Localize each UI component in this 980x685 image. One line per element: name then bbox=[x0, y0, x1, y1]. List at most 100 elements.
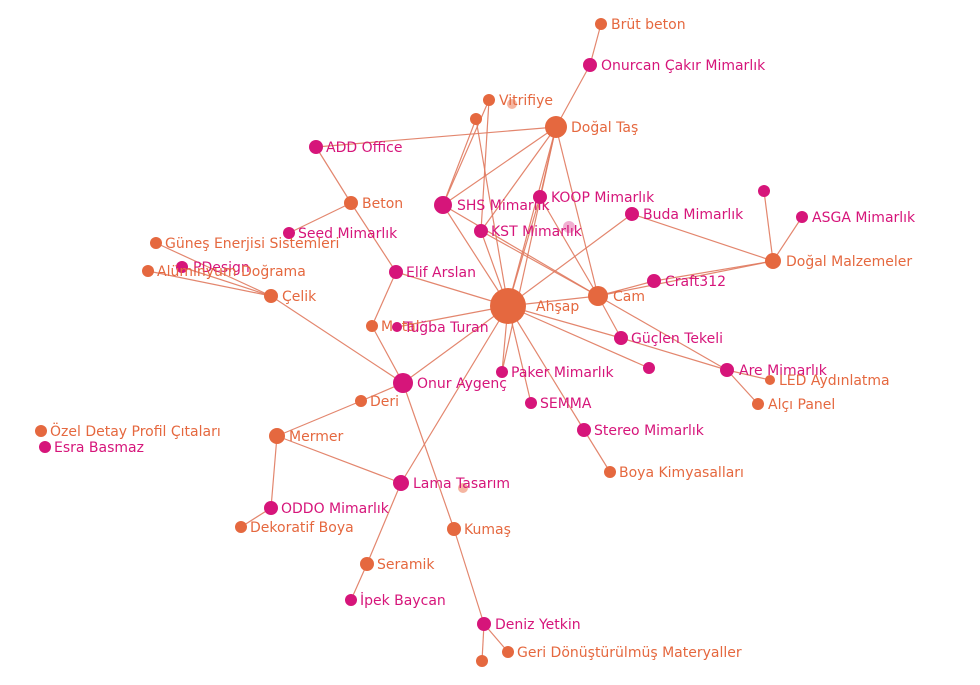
node-label-celik: Çelik bbox=[282, 289, 317, 305]
node-dot-koop-mimarlik[interactable] bbox=[533, 190, 547, 204]
node-dot-deri[interactable] bbox=[355, 395, 367, 407]
node-dot-vit-small[interactable] bbox=[470, 113, 482, 125]
node-dot-deniz-yetkin[interactable] bbox=[477, 617, 491, 631]
node-asga-mimarlik[interactable]: ASGA Mimarlık bbox=[796, 210, 916, 226]
node-dot-oddo-mimarlik[interactable] bbox=[264, 501, 278, 515]
edge-shs-ahsap bbox=[442, 204, 509, 307]
node-dot-onurcan-cakir-mimarlik[interactable] bbox=[583, 58, 597, 72]
node-dot-ozel-detay-profil-citalari[interactable] bbox=[35, 425, 47, 437]
node-kumas[interactable]: Kumaş bbox=[447, 522, 511, 538]
node-dot-elif-arslan[interactable] bbox=[389, 265, 403, 279]
node-dot-stereo-mimarlik[interactable] bbox=[577, 423, 591, 437]
node-dot-dekoratif-boya[interactable] bbox=[235, 521, 247, 533]
node-beton[interactable]: Beton bbox=[344, 196, 403, 212]
node-geri-donusturulmus-materyaller[interactable]: Geri Dönüştürülmüş Materyaller bbox=[502, 645, 742, 661]
node-dot-buda-mimarlik[interactable] bbox=[625, 207, 639, 221]
node-deri[interactable]: Deri bbox=[355, 394, 399, 410]
node-pdesign[interactable]: PDesign bbox=[176, 260, 250, 276]
node-craft312[interactable]: Craft312 bbox=[647, 274, 726, 290]
node-dot-celik[interactable] bbox=[264, 289, 278, 303]
node-dot-dogal-malzemeler[interactable] bbox=[765, 253, 781, 269]
node-boya-kimyasallari[interactable]: Boya Kimyasalları bbox=[604, 465, 744, 481]
node-dot-asga-mimarlik[interactable] bbox=[796, 211, 808, 223]
node-buda-mimarlik[interactable]: Buda Mimarlık bbox=[625, 207, 744, 223]
node-dot-pdesign[interactable] bbox=[176, 261, 188, 273]
node-asga-dot[interactable] bbox=[758, 185, 770, 197]
node-dogal-malzemeler[interactable]: Doğal Malzemeler bbox=[765, 253, 912, 270]
node-dot-vitrifiye[interactable] bbox=[483, 94, 495, 106]
node-semma[interactable]: SEMMA bbox=[525, 396, 592, 412]
node-dot-shs-mimarlik[interactable] bbox=[434, 196, 452, 214]
node-dot-are-mimarlik[interactable] bbox=[720, 363, 734, 377]
node-dot-add-office[interactable] bbox=[309, 140, 323, 154]
node-oddo-mimarlik[interactable]: ODDO Mimarlık bbox=[264, 501, 390, 517]
node-deniz-yetkin[interactable]: Deniz Yetkin bbox=[477, 617, 581, 633]
node-geri-dot[interactable] bbox=[476, 655, 488, 667]
node-kst-mimarlik[interactable]: KST Mimarlık bbox=[474, 224, 583, 240]
node-dot-led-aydinlatma[interactable] bbox=[765, 375, 775, 385]
node-dot-paker-mimarlik[interactable] bbox=[496, 366, 508, 378]
node-guclen-tekeli[interactable]: Güçlen Tekeli bbox=[614, 331, 723, 347]
node-dot-geri-donusturulmus-materyaller[interactable] bbox=[502, 646, 514, 658]
node-mermer[interactable]: Mermer bbox=[269, 428, 343, 445]
node-dot-beton[interactable] bbox=[344, 196, 358, 210]
node-dot-tugba-turan[interactable] bbox=[392, 322, 402, 332]
node-cam[interactable]: Cam bbox=[588, 286, 645, 306]
node-onurcan-cakir-mimarlik[interactable]: Onurcan Çakır Mimarlık bbox=[583, 58, 766, 74]
node-paker-mimarlik[interactable]: Paker Mimarlık bbox=[496, 365, 615, 381]
node-alci-panel[interactable]: Alçı Panel bbox=[752, 397, 835, 413]
node-dot-dogal-tas[interactable] bbox=[545, 116, 567, 138]
node-aluminyum-dograma[interactable]: Alüminyum Doğrama bbox=[142, 264, 306, 280]
node-dot-guc-dot[interactable] bbox=[643, 362, 655, 374]
node-add-office[interactable]: ADD Office bbox=[309, 140, 402, 156]
node-esra-basmaz[interactable]: Esra Basmaz bbox=[39, 440, 144, 456]
node-dot-aluminyum-dograma[interactable] bbox=[142, 265, 154, 277]
node-dot-boya-kimyasallari[interactable] bbox=[604, 466, 616, 478]
edge-beton-elif bbox=[350, 202, 397, 273]
node-tugba-turan[interactable]: Tuğba Turan bbox=[392, 320, 489, 336]
node-dot-semma[interactable] bbox=[525, 397, 537, 409]
node-dot-metal[interactable] bbox=[366, 320, 378, 332]
node-dot-cam[interactable] bbox=[588, 286, 608, 306]
node-onur-aygenc[interactable]: Onur Aygenç bbox=[393, 373, 507, 393]
edge-tugba-ahsap bbox=[396, 305, 509, 328]
node-dogal-tas[interactable]: Doğal Taş bbox=[545, 116, 638, 138]
node-lama-tasarim[interactable]: Lama Tasarım bbox=[393, 475, 510, 492]
node-seed-mimarlik[interactable]: Seed Mimarlık bbox=[283, 226, 398, 242]
node-ozel-detay-profil-citalari[interactable]: Özel Detay Profil Çıtaları bbox=[35, 422, 221, 440]
node-dot-onur-aygenc[interactable] bbox=[393, 373, 413, 393]
node-dot-geri-dot[interactable] bbox=[476, 655, 488, 667]
node-dot-kumas[interactable] bbox=[447, 522, 461, 536]
node-celik[interactable]: Çelik bbox=[264, 289, 317, 305]
node-label-ipek-baycan: İpek Baycan bbox=[360, 591, 446, 609]
node-elif-arslan[interactable]: Elif Arslan bbox=[389, 265, 476, 281]
node-gunes-enerjisi-sistemleri[interactable]: Güneş Enerjisi Sistemleri bbox=[150, 236, 339, 252]
node-vit-small[interactable] bbox=[470, 113, 482, 125]
node-dot-asga-dot[interactable] bbox=[758, 185, 770, 197]
node-seramik[interactable]: Seramik bbox=[360, 557, 435, 573]
node-dot-gunes-enerjisi-sistemleri[interactable] bbox=[150, 237, 162, 249]
node-dot-alci-panel[interactable] bbox=[752, 398, 764, 410]
node-koop-mimarlik[interactable]: KOOP Mimarlık bbox=[533, 190, 655, 206]
node-led-aydinlatma[interactable]: LED Aydınlatma bbox=[765, 373, 890, 389]
node-dot-brut-beton[interactable] bbox=[595, 18, 607, 30]
node-dot-guclen-tekeli[interactable] bbox=[614, 331, 628, 345]
node-dot-ipek-baycan[interactable] bbox=[345, 594, 357, 606]
node-stereo-mimarlik[interactable]: Stereo Mimarlık bbox=[577, 423, 705, 439]
node-dot-kst-mimarlik[interactable] bbox=[474, 224, 488, 238]
node-are-mimarlik[interactable]: Are Mimarlık bbox=[720, 363, 828, 379]
node-vitrifiye[interactable]: Vitrifiye bbox=[483, 93, 553, 109]
node-ahsap[interactable]: Ahşap bbox=[490, 288, 579, 324]
node-dot-seramik[interactable] bbox=[360, 557, 374, 571]
node-dot-craft312[interactable] bbox=[647, 274, 661, 288]
node-shs-mimarlik[interactable]: SHS Mimarlık bbox=[434, 196, 550, 214]
node-dekoratif-boya[interactable]: Dekoratif Boya bbox=[235, 520, 354, 536]
node-dot-mermer[interactable] bbox=[269, 428, 285, 444]
node-dot-lama-tasarim[interactable] bbox=[393, 475, 409, 491]
node-brut-beton[interactable]: Brüt beton bbox=[595, 17, 686, 33]
node-dot-ahsap[interactable] bbox=[490, 288, 526, 324]
node-dot-esra-basmaz[interactable] bbox=[39, 441, 51, 453]
node-dot-seed-mimarlik[interactable] bbox=[283, 227, 295, 239]
node-ipek-baycan[interactable]: İpek Baycan bbox=[345, 591, 446, 609]
node-guc-dot[interactable] bbox=[643, 362, 655, 374]
